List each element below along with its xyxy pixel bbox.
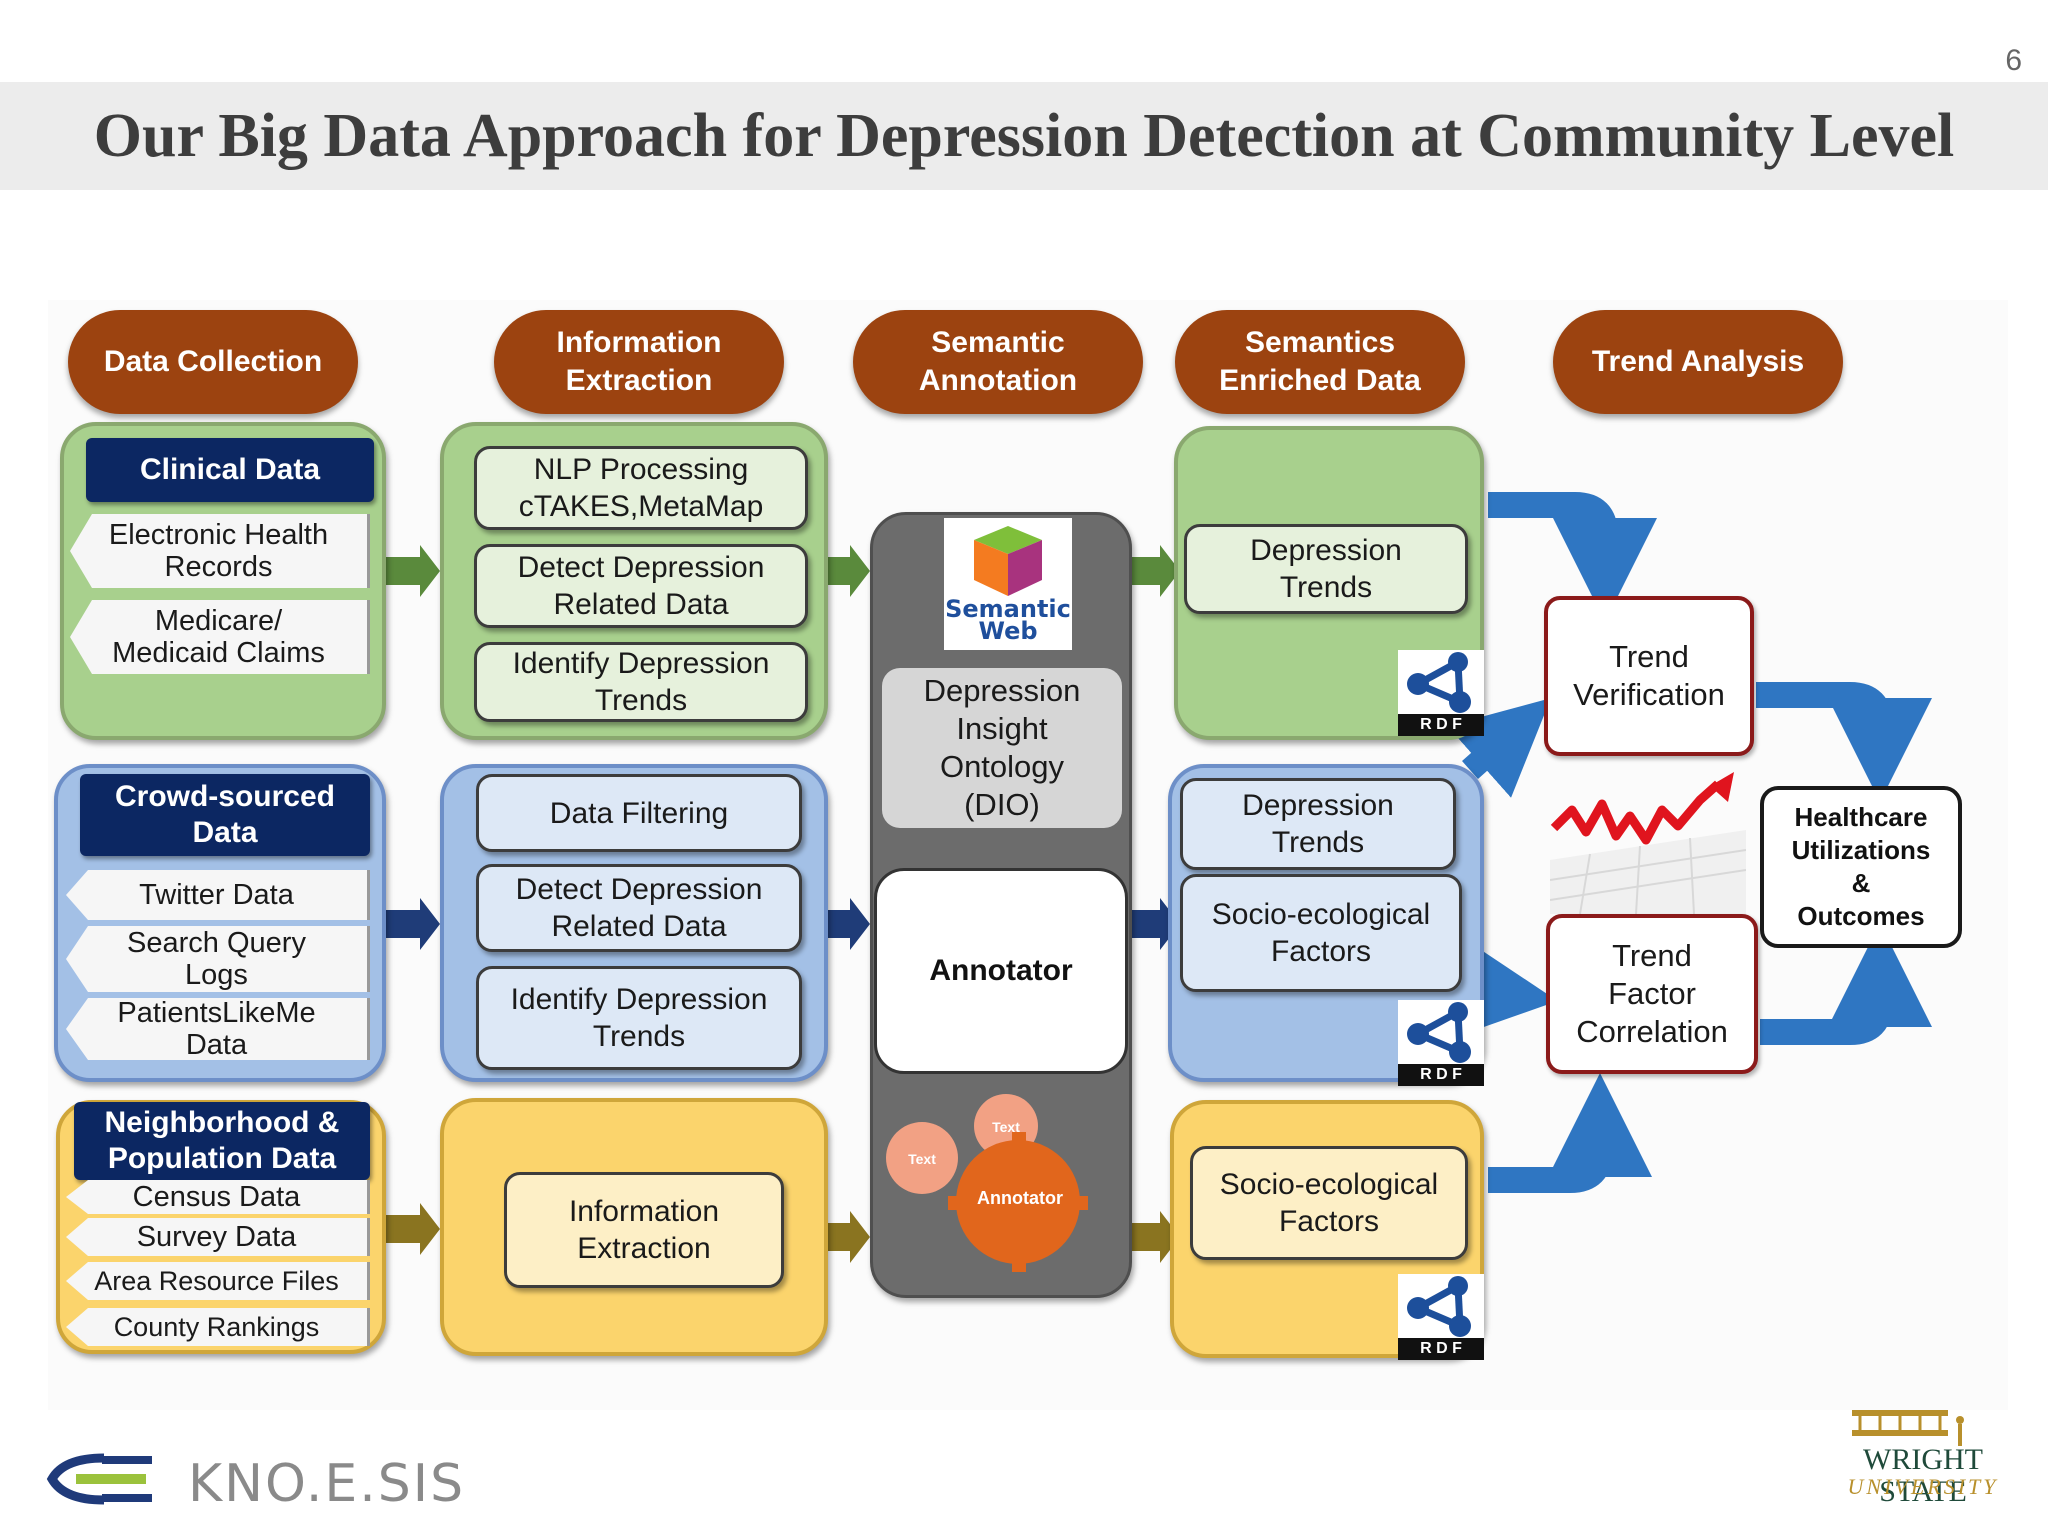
gear-text-1: Text bbox=[908, 1151, 936, 1167]
clinical-data-heading: Clinical Data bbox=[86, 438, 374, 502]
list-item-census: Census Data bbox=[66, 1180, 370, 1214]
rdf-label-2: R D F bbox=[1398, 1064, 1484, 1086]
rdf-label-3: R D F bbox=[1398, 1338, 1484, 1360]
wright-state-university-text: UNIVERSITY bbox=[1847, 1474, 1999, 1499]
arrow-verification-to-outcomes bbox=[1756, 682, 1932, 802]
information-extraction-box: Information Extraction bbox=[504, 1172, 784, 1288]
semantic-web-cube-icon bbox=[974, 526, 1042, 596]
identify-trends-box-green: Identify Depression Trends bbox=[474, 642, 808, 722]
trend-chart-icon bbox=[1550, 772, 1746, 914]
header-data-collection: Data Collection bbox=[68, 310, 358, 414]
wright-flyer-icon bbox=[1852, 1410, 1964, 1446]
rdf-graph-icon bbox=[1407, 1276, 1471, 1337]
healthcare-outcomes-box: Healthcare Utilizations & Outcomes bbox=[1760, 786, 1962, 948]
page-number: 6 bbox=[2005, 44, 2022, 77]
depression-trends-box-green: Depression Trends bbox=[1184, 524, 1468, 614]
rdf-icon-3: R D F bbox=[1398, 1274, 1484, 1360]
arrow-green-2 bbox=[828, 545, 870, 597]
detect-depression-box-blue: Detect Depression Related Data bbox=[476, 864, 802, 952]
gear-annotator-text: Annotator bbox=[977, 1188, 1063, 1208]
list-item-twitter: Twitter Data bbox=[66, 870, 370, 920]
rdf-label-1: R D F bbox=[1398, 714, 1484, 736]
arrow-green-3 bbox=[1130, 545, 1180, 597]
rdf-icon-1: R D F bbox=[1398, 650, 1484, 736]
knoesis-e-icon bbox=[46, 1453, 152, 1505]
list-item-ehr: Electronic Health Records bbox=[70, 514, 370, 588]
rdf-graph-icon bbox=[1407, 1002, 1471, 1063]
list-item-area-resource: Area Resource Files bbox=[66, 1262, 370, 1300]
header-information-extraction: Information Extraction bbox=[494, 310, 784, 414]
rdf-icon-2: R D F bbox=[1398, 1000, 1484, 1086]
arrow-navy-2 bbox=[828, 898, 870, 950]
socio-ecological-box-blue: Socio-ecological Factors bbox=[1180, 874, 1462, 992]
arrow-olive-1 bbox=[386, 1203, 440, 1255]
knoesis-logo-text: KNO.E.SIS bbox=[188, 1454, 466, 1514]
arrow-blue-to-verification bbox=[1447, 698, 1551, 798]
arrow-olive-3 bbox=[1130, 1211, 1180, 1263]
identify-trends-box-blue: Identify Depression Trends bbox=[476, 966, 802, 1070]
trend-factor-correlation-box: Trend Factor Correlation bbox=[1546, 914, 1758, 1074]
header-trend-analysis: Trend Analysis bbox=[1553, 310, 1843, 414]
rdf-graph-icon bbox=[1407, 652, 1471, 713]
arrow-yellow-to-correlation bbox=[1488, 1073, 1652, 1193]
header-semantics-enriched: Semantics Enriched Data bbox=[1175, 310, 1465, 414]
header-semantic-annotation: Semantic Annotation bbox=[853, 310, 1143, 414]
neighborhood-heading: Neighborhood & Population Data bbox=[74, 1102, 370, 1180]
list-item-county-rankings: County Rankings bbox=[66, 1308, 370, 1346]
arrow-green-to-verification bbox=[1488, 492, 1657, 622]
arrow-olive-2 bbox=[828, 1211, 870, 1263]
wright-state-logo-text: WRIGHT STATE bbox=[1863, 1443, 1983, 1508]
socio-ecological-box-yellow: Socio-ecological Factors bbox=[1190, 1146, 1468, 1260]
title-bar bbox=[0, 82, 2048, 190]
ontology-box: Depression Insight Ontology (DIO) bbox=[882, 668, 1122, 828]
knoesis-logo-mark bbox=[46, 1452, 158, 1506]
list-item-medicare: Medicare/ Medicaid Claims bbox=[70, 600, 370, 674]
depression-trends-box-blue: Depression Trends bbox=[1180, 778, 1456, 870]
semantic-web-logo: Semantic Web bbox=[944, 518, 1072, 650]
page-title: Our Big Data Approach for Depression Det… bbox=[93, 101, 1955, 170]
detect-depression-box-green: Detect Depression Related Data bbox=[474, 544, 808, 628]
gear-text-2: Text bbox=[992, 1119, 1020, 1135]
nlp-processing-box: NLP Processing cTAKES,MetaMap bbox=[474, 446, 808, 530]
list-item-patientslikeme: PatientsLikeMe Data bbox=[66, 998, 370, 1060]
arrow-correlation-to-outcomes bbox=[1760, 923, 1932, 1045]
semantic-web-logo-text: Semantic Web bbox=[945, 595, 1071, 645]
annotator-gears-icon: Text Text Annotator bbox=[886, 1094, 1088, 1272]
arrow-navy-1 bbox=[386, 898, 440, 950]
arrow-navy-3 bbox=[1130, 898, 1180, 950]
data-filtering-box: Data Filtering bbox=[476, 774, 802, 852]
list-item-search-query: Search Query Logs bbox=[66, 926, 370, 992]
annotator-box: Annotator bbox=[874, 868, 1128, 1074]
trend-verification-box: Trend Verification bbox=[1544, 596, 1754, 756]
arrow-green-1 bbox=[386, 545, 440, 597]
list-item-survey: Survey Data bbox=[66, 1218, 370, 1256]
crowd-sourced-heading: Crowd-sourced Data bbox=[80, 774, 370, 856]
